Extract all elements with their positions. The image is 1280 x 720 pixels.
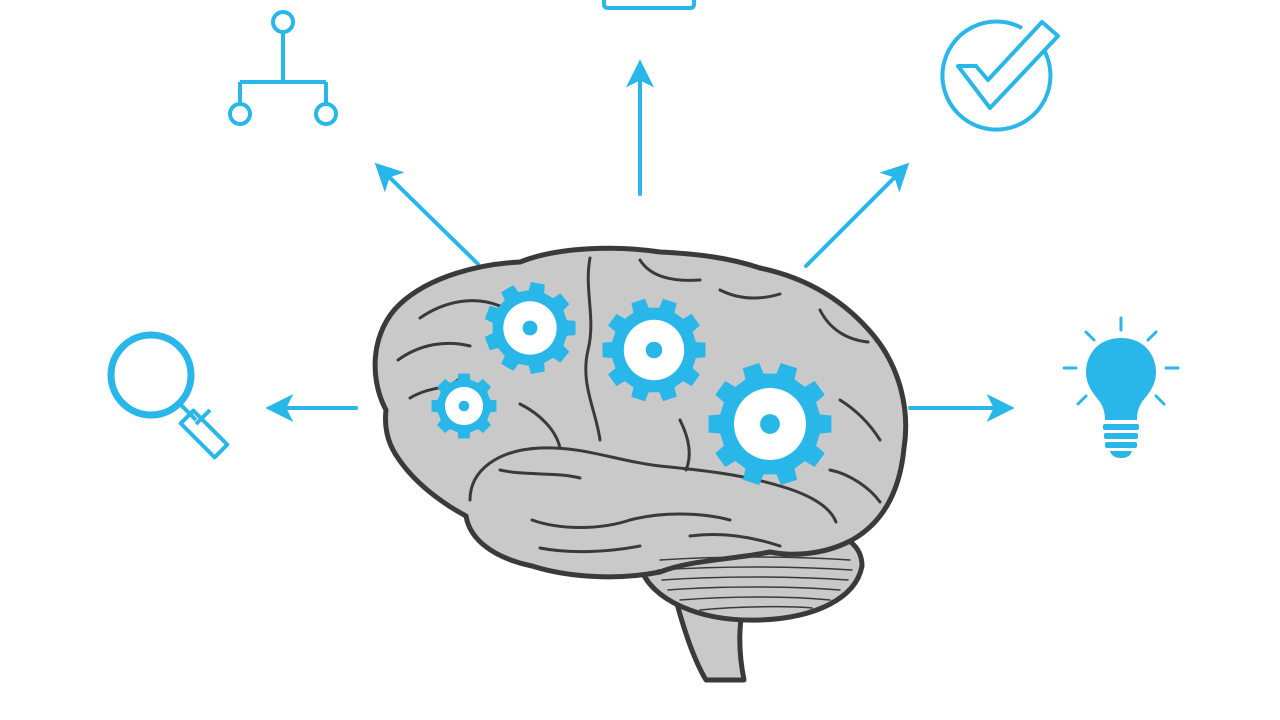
gear-upper-icon <box>484 282 576 374</box>
clipboard-icon <box>602 0 696 10</box>
arrow-to-checkmark <box>804 162 910 268</box>
arrow-to-hierarchy <box>374 162 480 266</box>
gear-small-icon <box>431 373 497 439</box>
arrows <box>265 59 1015 422</box>
cerebellum-lines <box>657 556 853 611</box>
magnifier-icon <box>107 331 230 460</box>
brain-folds <box>396 256 882 554</box>
hierarchy-icon <box>228 10 338 126</box>
gear-large-icon <box>708 363 832 485</box>
checkmark-circle-icon <box>940 19 1060 132</box>
lightbulb-icon <box>1062 316 1180 458</box>
gears <box>431 282 832 485</box>
gear-medium-icon <box>602 298 706 402</box>
